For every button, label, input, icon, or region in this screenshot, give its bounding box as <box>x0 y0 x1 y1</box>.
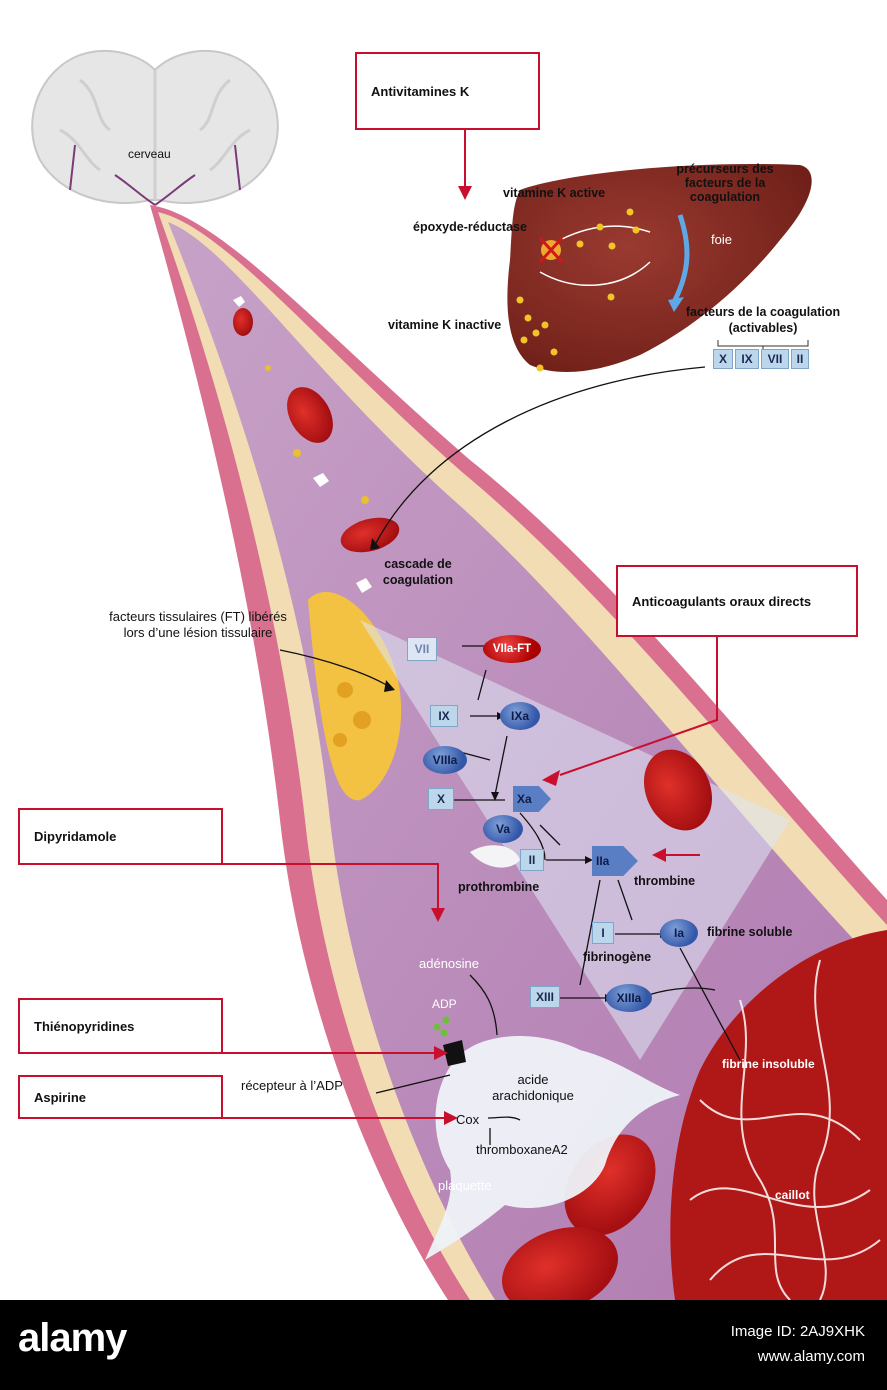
dipyridamole-box: Dipyridamole <box>18 808 223 865</box>
fibrine-soluble-label: fibrine soluble <box>707 925 793 939</box>
factor-ix: IX <box>430 705 458 727</box>
facteurs-coagulation-label: facteurs de la coagulation (activables) <box>685 305 841 335</box>
factor-viiia: VIIIa <box>423 746 467 774</box>
aspirine-box: Aspirine <box>18 1075 223 1119</box>
liver-factor-ii: II <box>791 349 809 369</box>
red-blood-cell <box>233 308 253 336</box>
factor-ii: II <box>520 849 544 871</box>
factor-xiiia: XIIIa <box>606 984 652 1012</box>
thienopyridines-box: Thiénopyridines <box>18 998 223 1054</box>
adp-label: ADP <box>432 997 457 1011</box>
recepteur-adp-label: récepteur à l’ADP <box>241 1078 343 1093</box>
alamy-logo[interactable]: alamy <box>18 1316 127 1360</box>
caillot-label: caillot <box>775 1188 810 1202</box>
liver-factor-vii: VII <box>761 349 789 369</box>
red-blood-cell <box>501 1227 619 1300</box>
epoxyde-reductase-label: époxyde-réductase <box>413 220 527 234</box>
cascade-background <box>360 620 790 1060</box>
red-blood-cell <box>643 749 713 831</box>
cox-label: Cox <box>456 1112 480 1127</box>
facteurs-tissulaires-label: facteurs tissulaires (FT) libérés lors d… <box>109 609 287 640</box>
factor-viia-ft: VIIa-FT <box>483 635 541 663</box>
anticoagulants-oraux-directs-box: Anticoagulants oraux directs <box>616 565 858 637</box>
factor-va: Va <box>483 815 523 843</box>
liver-factor-ix: IX <box>735 349 759 369</box>
footer-bar <box>0 1300 887 1390</box>
liver-factor-x: X <box>713 349 733 369</box>
plaquette-label: plaquette <box>438 1178 492 1193</box>
precurseurs-label: précurseurs des facteurs de la coagulati… <box>676 162 774 204</box>
acide-arachidonique-label: acide arachidonique <box>492 1072 574 1103</box>
red-blood-cell <box>287 387 333 443</box>
factor-xiii: XIII <box>530 986 560 1008</box>
factor-vii: VII <box>407 637 437 661</box>
red-blood-cell <box>340 517 400 553</box>
thromboxane-label: thromboxaneA2 <box>476 1142 568 1157</box>
adp-receptor <box>443 1040 466 1066</box>
thrombine-label: thrombine <box>634 874 696 888</box>
prothrombine-label: prothrombine <box>458 880 540 894</box>
factor-ia: Ia <box>660 919 698 947</box>
cascade-label: cascade de coagulation <box>382 557 454 587</box>
antivitamines-k-box: Antivitamines K <box>355 52 540 130</box>
vitamine-k-inactive-label: vitamine K inactive <box>388 318 502 332</box>
image-id: Image ID: 2AJ9XHK <box>730 1323 865 1340</box>
factor-i: I <box>592 922 614 944</box>
fibrinogene-label: fibrinogène <box>583 950 652 964</box>
fibrine-insoluble-label: fibrine insoluble <box>722 1057 815 1071</box>
foie-label: foie <box>711 232 732 247</box>
brain <box>31 49 279 206</box>
illustration-canvas <box>31 49 887 1300</box>
factor-ixa: IXa <box>500 702 540 730</box>
site-url[interactable]: www.alamy.com <box>757 1348 865 1365</box>
vitamine-k-active-label: vitamine K active <box>503 186 606 200</box>
adenosine-label: adénosine <box>419 956 479 971</box>
factor-x: X <box>428 788 454 810</box>
platelet <box>425 1036 680 1260</box>
liver <box>507 164 812 373</box>
cerveau-label: cerveau <box>128 147 171 161</box>
